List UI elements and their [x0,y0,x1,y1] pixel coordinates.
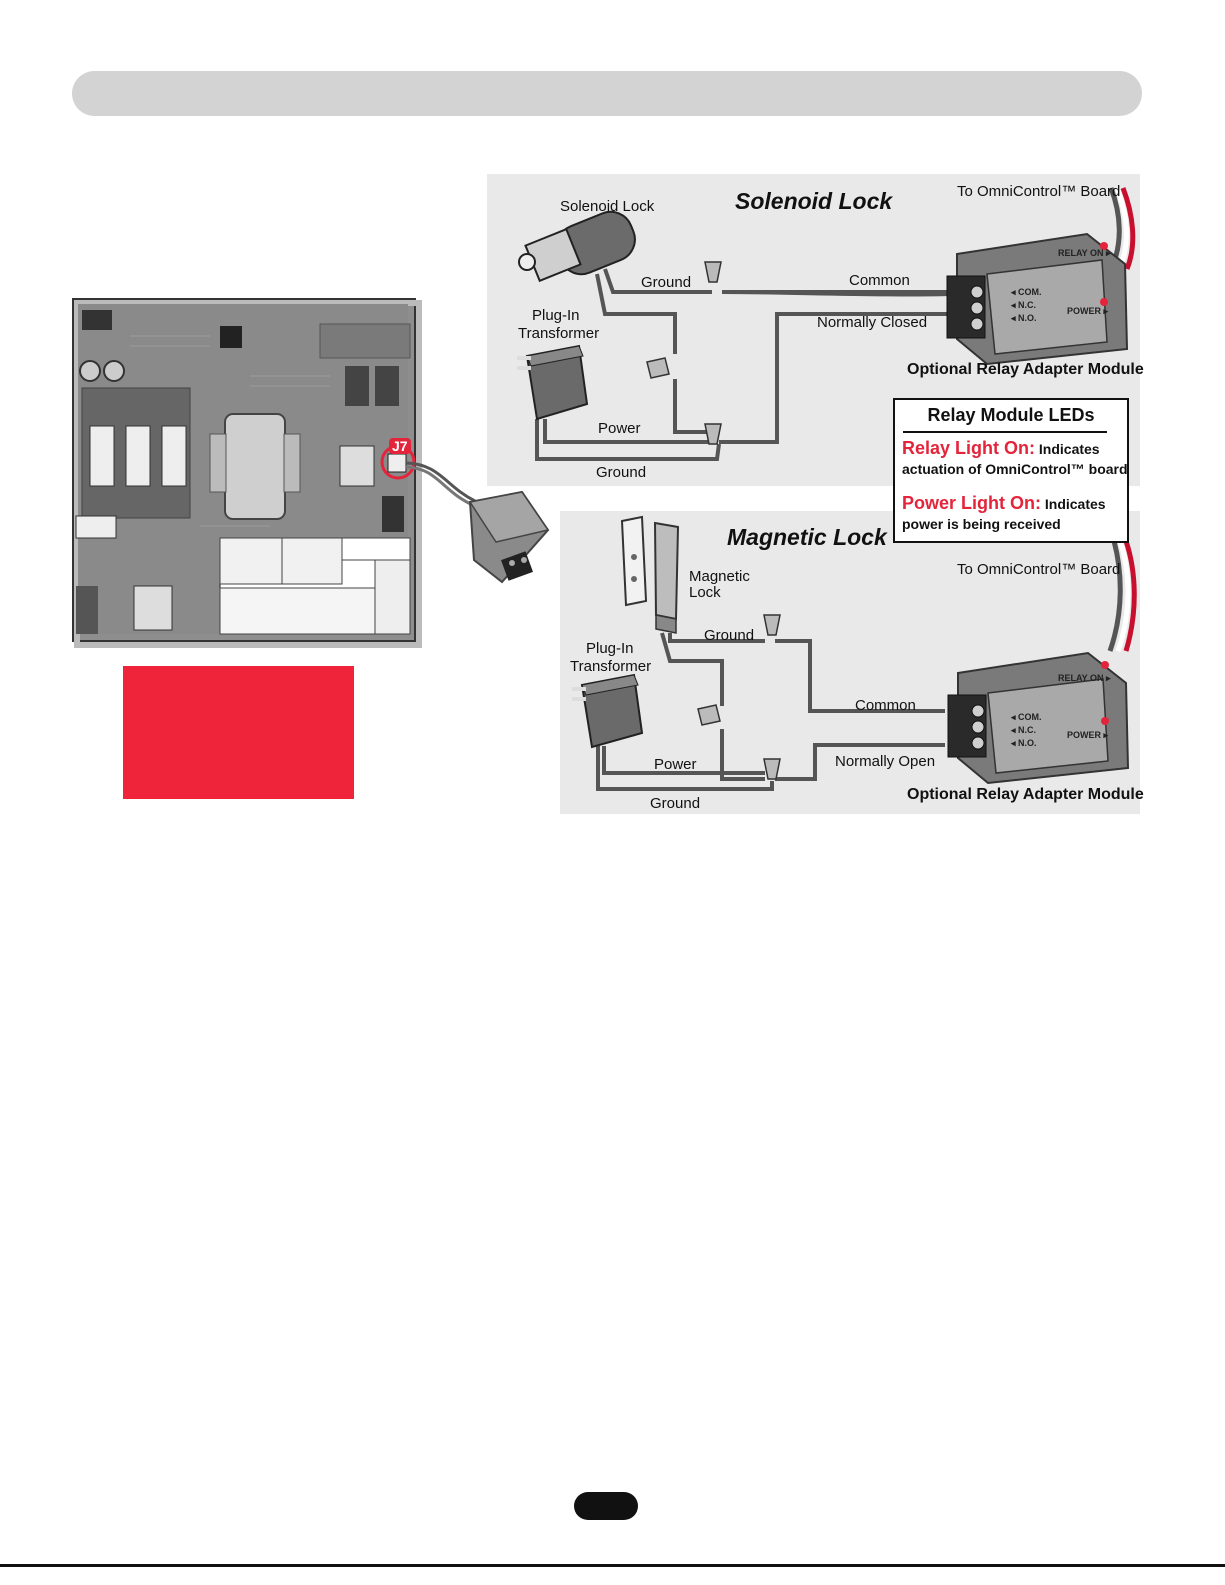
solenoid-no-mark: ◂ N.O. [1011,313,1037,323]
legend-heading: Relay Module LEDs [927,405,1095,425]
solenoid-module-label: Optional Relay Adapter Module [907,361,1144,378]
solenoid-to-board-label: To OmniControl™ Board [957,183,1121,200]
solenoid-normally-closed-label: Normally Closed [817,314,928,331]
relay-module-leds-legend: Relay Module LEDs Relay Light On: Indica… [893,398,1129,543]
legend-power-red: Power Light On: [902,493,1041,513]
solenoid-ground-bottom-label: Ground [596,464,647,481]
magnetic-title: Magnetic Lock [727,524,887,550]
magnetic-wiring-diagram [572,515,1137,791]
magnetic-module-label: Optional Relay Adapter Module [907,786,1144,803]
solenoid-com-mark: ◂ COM. [1011,287,1042,297]
solenoid-title: Solenoid Lock [735,188,893,214]
magnetic-com-mark: ◂ COM. [1011,712,1042,722]
control-board-illustration [72,298,476,648]
magnetic-transformer-label-1: Plug-In [586,640,634,657]
legend-power-text-2: power is being received [902,516,1061,532]
solenoid-lock-label: Solenoid Lock [560,198,655,215]
legend-relay-line-1: Relay Light On: Indicates [902,438,1100,459]
magnetic-power-mark: POWER ▸ [1067,730,1109,740]
legend-relay-red: Relay Light On: [902,438,1036,458]
header-bar [72,71,1142,116]
magnetic-no-mark: ◂ N.O. [1011,738,1037,748]
solenoid-common-label: Common [849,272,910,289]
solenoid-ground-top-label: Ground [641,274,692,291]
legend-relay-text-2: actuation of OmniControl™ board [902,461,1128,477]
red-callout-box [123,666,354,799]
solenoid-wiring-diagram [517,187,1136,461]
magnetic-power-label: Power [654,756,697,773]
page-number-pill [574,1492,638,1520]
legend-heading-rule [903,431,1107,433]
legend-power-text-1: Indicates [1044,496,1106,512]
solenoid-relay-on-mark: RELAY ON ▸ [1058,248,1111,258]
relay-module-small [468,490,550,584]
solenoid-power-label: Power [598,420,641,437]
magnetic-nc-mark: ◂ N.C. [1011,725,1037,735]
magnetic-ground-bottom-label: Ground [650,795,701,812]
magnetic-lock-label-1: Magnetic [689,568,750,585]
magnetic-ground-top-label: Ground [704,627,755,644]
solenoid-nc-mark: ◂ N.C. [1011,300,1037,310]
connector-j7-label: J7 [389,438,411,454]
magnetic-lock-label-2: Lock [689,584,721,601]
magnetic-common-label: Common [855,697,916,714]
magnetic-relay-on-mark: RELAY ON ▸ [1058,673,1111,683]
solenoid-transformer-label-2: Transformer [518,325,600,342]
legend-power-line-1: Power Light On: Indicates [902,493,1106,514]
solenoid-transformer-label-1: Plug-In [532,307,580,324]
magnetic-normally-open-label: Normally Open [835,753,936,770]
bottom-rule [0,1564,1225,1567]
legend-relay-text-1: Indicates [1038,441,1100,457]
solenoid-power-mark: POWER ▸ [1067,306,1109,316]
magnetic-transformer-label-2: Transformer [570,658,652,675]
magnetic-to-board-label: To OmniControl™ Board [957,561,1121,578]
